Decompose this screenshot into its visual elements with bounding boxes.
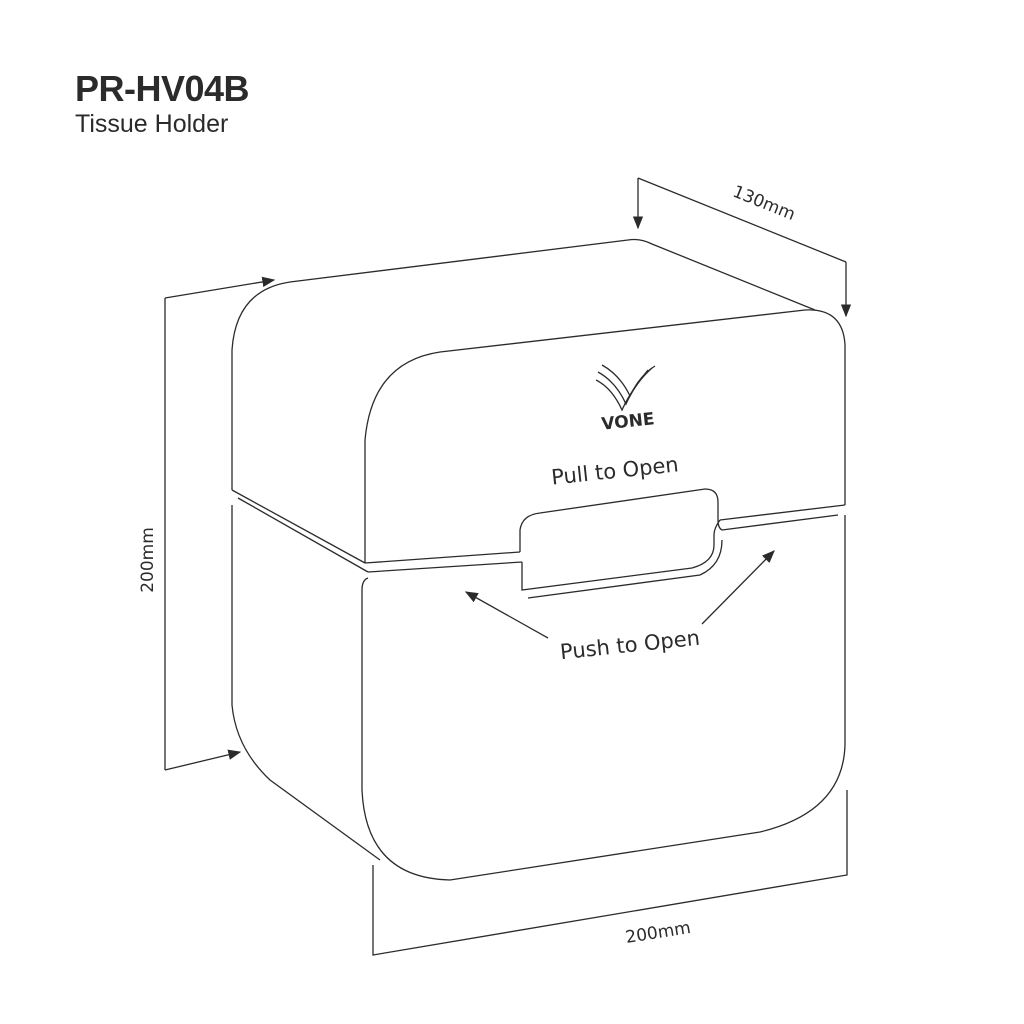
model-title: PR-HV04B [75, 68, 250, 109]
vone-logo: VONE [595, 364, 656, 435]
bottom-front-face [361, 515, 846, 881]
product-subtitle: Tissue Holder [75, 110, 229, 138]
seam-front [364, 504, 846, 573]
pull-to-open-label: Pull to Open [550, 452, 680, 489]
width-dimension: 200mm [372, 790, 848, 956]
height-dimension: 200mm [138, 276, 276, 771]
push-to-open-label: Push to Open [559, 626, 701, 665]
push-arrow-left [464, 591, 549, 639]
top-block-outline [231, 238, 816, 490]
seam-line [231, 489, 369, 573]
pull-slot [519, 488, 723, 599]
bottom-block-outline [231, 505, 381, 861]
height-label: 200mm [138, 527, 158, 593]
logo-text: VONE [601, 409, 656, 434]
width-label: 200mm [624, 918, 692, 948]
push-arrow-right [701, 550, 775, 625]
top-front-face [364, 309, 846, 563]
depth-label: 130mm [730, 182, 798, 225]
depth-dimension: 130mm [632, 177, 852, 318]
